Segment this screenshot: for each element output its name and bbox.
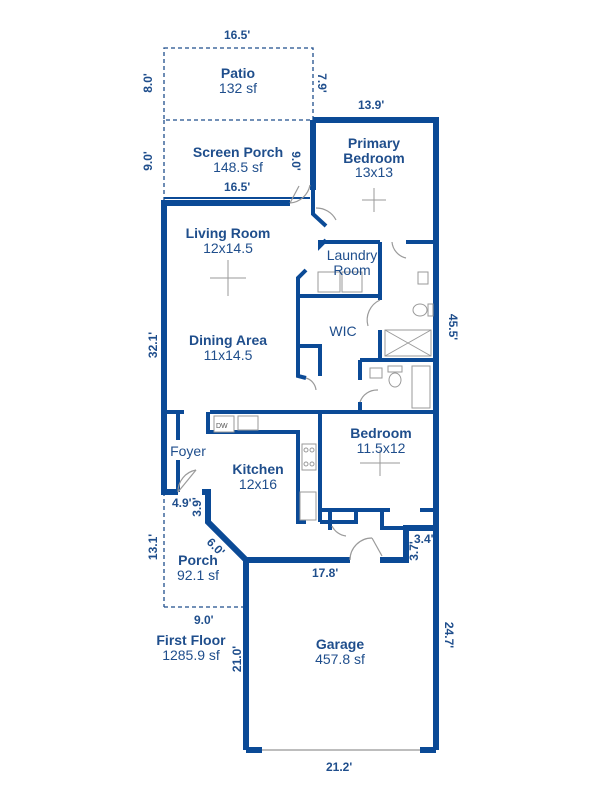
dim-garage-right: 24.7' xyxy=(442,621,457,649)
room-size: 148.5 sf xyxy=(213,158,263,175)
dim-garage-bottom: 21.2' xyxy=(326,760,353,774)
room-wic: WIC xyxy=(318,324,368,339)
room-garage: Garage 457.8 sf xyxy=(290,637,390,666)
room-kitchen: Kitchen 12x16 xyxy=(218,462,298,491)
dim-primary-top: 13.9' xyxy=(358,98,385,112)
dim-porch-bottom2: 9.0' xyxy=(194,613,214,627)
room-screen-porch: Screen Porch 148.5 sf xyxy=(178,145,298,174)
door-swings xyxy=(177,184,407,561)
room-dining-area: Dining Area 11x14.5 xyxy=(178,333,278,362)
room-name: Room xyxy=(333,261,371,278)
floor-name: First Floor xyxy=(156,632,226,648)
room-name: Foyer xyxy=(170,443,206,459)
room-name: Screen Porch xyxy=(192,144,284,160)
room-size: 132 sf xyxy=(218,79,258,96)
room-name: Laundry xyxy=(326,247,378,263)
room-name: Bedroom xyxy=(350,425,412,441)
fan-icon xyxy=(360,450,400,476)
room-name: Porch xyxy=(178,552,218,568)
dim-porch-right: 9.0' xyxy=(288,151,303,171)
patio-outline xyxy=(163,47,314,121)
room-name: Patio xyxy=(220,65,256,81)
room-laundry: Laundry Room xyxy=(326,248,378,277)
dim-patio-right: 7.9' xyxy=(314,73,329,93)
dishwasher-label: DW xyxy=(216,423,228,430)
dim-porch-left: 9.0' xyxy=(140,151,155,171)
interior-walls xyxy=(164,190,436,530)
dim-porch-bottom: 16.5' xyxy=(224,180,251,194)
room-bedroom: Bedroom 11.5x12 xyxy=(336,426,426,455)
floor-area: 1285.9 sf xyxy=(162,646,220,663)
first-floor-total: First Floor 1285.9 sf xyxy=(146,633,236,662)
room-foyer: Foyer xyxy=(166,444,210,459)
room-name: WIC xyxy=(329,323,357,339)
room-name: Living Room xyxy=(185,225,271,241)
dim-foyer-step-v: 3.9' xyxy=(189,497,204,517)
room-name: Dining Area xyxy=(188,332,268,348)
dim-garage-left: 21.0' xyxy=(230,645,245,673)
room-size: 12x16 xyxy=(238,475,278,492)
room-living-room: Living Room 12x14.5 xyxy=(178,226,278,255)
room-name: Bedroom xyxy=(343,149,405,166)
room-porch: Porch 92.1 sf xyxy=(168,553,228,582)
room-size: 92.1 sf xyxy=(176,566,220,583)
room-size: 13x13 xyxy=(354,164,394,181)
dim-house-right: 45.5' xyxy=(446,313,461,341)
room-size: 457.8 sf xyxy=(315,650,365,667)
dim-notch-height: 3.7' xyxy=(406,541,421,561)
room-name: Kitchen xyxy=(232,461,284,477)
outdoor-areas xyxy=(163,47,314,608)
room-size: 12x14.5 xyxy=(203,239,253,256)
dim-garage-top: 17.8' xyxy=(312,566,339,580)
room-name: Primary xyxy=(347,135,401,151)
dim-patio-left: 8.0' xyxy=(140,73,155,93)
room-name: Garage xyxy=(315,636,365,652)
room-size: 11.5x12 xyxy=(356,439,406,456)
dim-porch-side: 13.1' xyxy=(146,533,161,561)
walls xyxy=(161,117,439,753)
room-primary-bedroom: Primary Bedroom 13x13 xyxy=(334,136,414,180)
dim-patio-top: 16.5' xyxy=(224,28,251,42)
fixtures xyxy=(210,188,434,521)
room-size: 11x14.5 xyxy=(203,346,253,363)
dim-foyer-step: 4.9' xyxy=(172,496,192,510)
fan-icon xyxy=(362,188,386,212)
dim-notch-width: 3.4' xyxy=(414,532,434,546)
dim-house-left: 32.1' xyxy=(146,331,161,359)
room-patio: Patio 132 sf xyxy=(188,66,288,95)
fan-icon xyxy=(210,260,246,296)
